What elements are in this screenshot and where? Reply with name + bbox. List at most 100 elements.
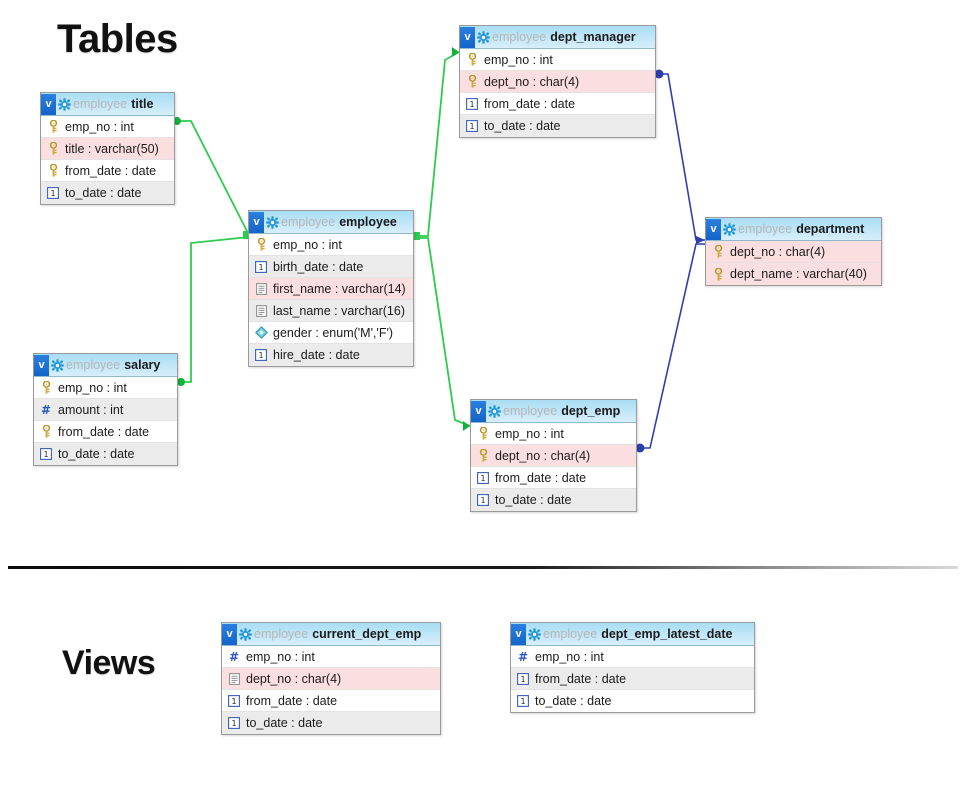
- column-row[interactable]: emp_no : int: [41, 116, 174, 138]
- key-icon: [45, 119, 61, 135]
- column-label: emp_no : int: [65, 119, 134, 134]
- column-row[interactable]: dept_no : char(4): [460, 71, 655, 93]
- column-row[interactable]: 1 birth_date : date: [249, 256, 413, 278]
- view-badge-icon: v: [706, 218, 721, 240]
- column-label: dept_no : char(4): [484, 74, 580, 89]
- column-row[interactable]: emp_no : int: [34, 377, 177, 399]
- column-row[interactable]: #amount : int: [34, 399, 177, 421]
- column-row[interactable]: from_date : date: [34, 421, 177, 443]
- svg-text:1: 1: [480, 474, 485, 483]
- entity-title: dept_manager: [550, 30, 636, 44]
- calendar-icon: 1: [253, 347, 269, 363]
- gear-icon[interactable]: [264, 212, 281, 233]
- svg-text:#: #: [41, 404, 51, 416]
- column-label: to_date : date: [58, 447, 135, 461]
- calendar-icon: 1: [475, 470, 491, 486]
- column-row[interactable]: gender : enum('M','F'): [249, 322, 413, 344]
- view-badge-icon: v: [460, 26, 475, 48]
- gear-icon[interactable]: [237, 624, 254, 645]
- svg-text:#: #: [229, 651, 239, 663]
- view-badge-icon: v: [41, 93, 56, 115]
- column-label: emp_no : int: [535, 649, 604, 664]
- column-row[interactable]: # emp_no : int: [511, 646, 754, 668]
- relation-employee-dept-emp: [415, 237, 471, 431]
- key-icon: [710, 266, 726, 282]
- column-row[interactable]: emp_no : int: [471, 423, 636, 445]
- column-row[interactable]: dept_name : varchar(40): [706, 263, 881, 285]
- column-row[interactable]: last_name : varchar(16): [249, 300, 413, 322]
- column-row[interactable]: 1 from_date : date: [471, 467, 636, 489]
- calendar-icon: 1: [45, 185, 61, 201]
- column-row[interactable]: first_name : varchar(14): [249, 278, 413, 300]
- gear-icon[interactable]: [721, 219, 738, 240]
- views-section-heading: Views: [62, 644, 156, 682]
- svg-text:1: 1: [520, 675, 525, 684]
- gear-icon[interactable]: [526, 624, 543, 645]
- entity-schema-label: employee: [281, 215, 336, 229]
- column-label: emp_no : int: [495, 426, 564, 441]
- column-label: birth_date : date: [273, 259, 364, 274]
- int-icon: #: [226, 649, 242, 665]
- column-row[interactable]: from_date : date: [41, 160, 174, 182]
- column-label: title : varchar(50): [65, 141, 159, 156]
- svg-text:#: #: [518, 651, 528, 663]
- gear-icon[interactable]: [56, 94, 73, 115]
- entity-schema-label: employee: [254, 627, 309, 641]
- svg-text:1: 1: [50, 189, 55, 198]
- column-label: from_date : date: [58, 424, 150, 439]
- gear-icon[interactable]: [475, 27, 492, 48]
- text-icon: [253, 281, 269, 297]
- relation-dept-emp-department: [635, 243, 705, 453]
- svg-text:1: 1: [231, 719, 236, 728]
- entity-schema-label: employee: [543, 627, 598, 641]
- column-row[interactable]: emp_no : int: [249, 234, 413, 256]
- column-label: dept_name : varchar(40): [730, 267, 867, 281]
- column-row[interactable]: dept_no : char(4): [706, 241, 881, 263]
- column-row[interactable]: emp_no : int: [460, 49, 655, 71]
- key-icon: [45, 141, 61, 157]
- entity-schema-label: employee: [73, 97, 128, 111]
- gear-icon[interactable]: [49, 355, 66, 376]
- calendar-icon: 1: [464, 118, 480, 134]
- svg-text:1: 1: [258, 263, 263, 272]
- column-row[interactable]: #emp_no : int: [222, 646, 440, 668]
- entity-schema-label: employee: [66, 358, 121, 372]
- column-row[interactable]: dept_no : char(4): [222, 668, 440, 690]
- svg-text:1: 1: [520, 697, 525, 706]
- entity-title: title: [131, 97, 154, 111]
- relation-salary-employee: [177, 236, 250, 386]
- column-label: from_date : date: [495, 470, 587, 485]
- gear-icon[interactable]: [486, 401, 503, 422]
- entity-schema-label: employee: [492, 30, 547, 44]
- column-row[interactable]: title : varchar(50): [41, 138, 174, 160]
- int-icon: #: [38, 402, 54, 418]
- column-label: emp_no : int: [273, 237, 342, 252]
- column-row[interactable]: dept_no : char(4): [471, 445, 636, 467]
